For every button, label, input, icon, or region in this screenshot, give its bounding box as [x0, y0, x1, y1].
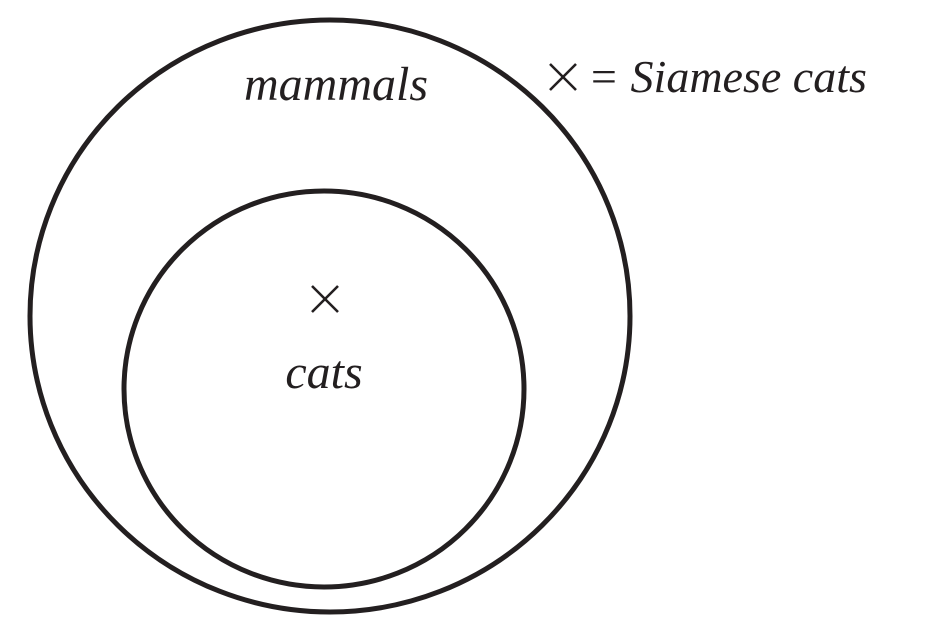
cats-circle [121, 188, 527, 590]
legend-marker-icon [549, 63, 577, 91]
mammals-circle [27, 17, 633, 615]
legend: = Siamese cats [549, 51, 867, 102]
cats-label: cats [285, 346, 362, 399]
legend-text: = Siamese cats [588, 51, 867, 102]
siamese-cat-marker [311, 285, 339, 313]
marker-stroke-b [311, 285, 339, 313]
mammals-label: mammals [244, 58, 428, 111]
